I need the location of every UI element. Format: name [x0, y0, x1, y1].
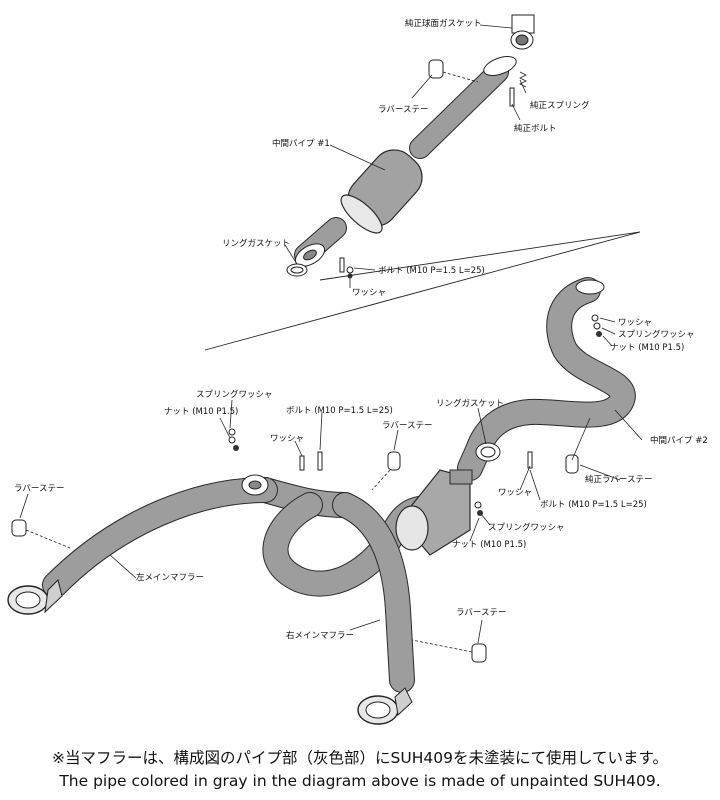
genuine-rubber-stay — [565, 417, 591, 474]
footer-note-english: The pipe colored in gray in the diagram … — [59, 772, 661, 790]
label-nut-r1: ナット (M10 P1.5) — [610, 343, 684, 353]
leader-lines — [19, 24, 643, 644]
top-flange — [294, 243, 326, 267]
label-rubber-stay-mid: ラバーステー — [382, 421, 433, 431]
label-washer-top: ワッシャ — [352, 288, 386, 298]
center-pipe-2 — [457, 277, 636, 481]
label-ring-gasket-mid: リングガスケット — [436, 398, 504, 409]
genuine-bolt — [509, 87, 515, 107]
ring-gasket-mid — [475, 442, 501, 462]
footer-note-japanese: ※当マフラーは、構成図のパイプ部（灰色部）にSUH409を未塗装にて使用していま… — [52, 749, 668, 767]
rubber-stay-left — [11, 519, 71, 549]
genuine-ball-gasket — [511, 14, 535, 34]
detail-outline — [204, 231, 641, 351]
label-genuine-spring: 純正スプリング — [530, 100, 590, 111]
label-spring-washer-l: スプリングワッシャ — [196, 389, 273, 400]
label-rubber-stay-top: ラバーステー — [378, 105, 429, 115]
label-genuine-ball-gasket: 純正球面ガスケット — [405, 18, 482, 29]
rear-muffler-assembly — [7, 314, 602, 725]
label-center-pipe-1: 中間パイプ #1 — [272, 138, 330, 149]
hardware-right — [474, 314, 602, 516]
label-spring-washer-r1: スプリングワッシャ — [618, 329, 695, 340]
label-genuine-bolt: 純正ボルト — [514, 123, 557, 134]
labels: 純正球面ガスケット 純正スプリング 純正ボルト ラバーステー 中間パイプ #1 … — [14, 18, 708, 641]
hardware-left — [228, 428, 323, 471]
label-spring-washer-r2: スプリングワッシャ — [488, 522, 565, 533]
label-rubber-stay-left: ラバーステー — [14, 484, 65, 494]
label-nut-l: ナット (M10 P1.5) — [164, 407, 238, 417]
rubber-stay-right — [411, 639, 487, 663]
right-tail-tip — [357, 687, 413, 725]
upper-flange — [483, 14, 535, 77]
center-pipe-1-assembly — [286, 14, 535, 279]
label-left-main-muffler: 左メインマフラー — [136, 572, 204, 583]
label-bolt-top: ボルト (M10 P=1.5 L=25) — [378, 266, 485, 276]
main-silencer — [395, 469, 473, 556]
rubber-stay-top — [428, 59, 479, 83]
rubber-stay-mid — [371, 451, 401, 491]
label-genuine-rubber-stay: 純正ラバーステー — [585, 474, 653, 485]
label-washer-mid: ワッシャ — [270, 434, 304, 444]
label-right-main-muffler: 右メインマフラー — [286, 630, 354, 641]
label-rubber-stay-right: ラバーステー — [456, 608, 507, 618]
center-pipe-1-silencer — [340, 149, 423, 234]
genuine-spring — [519, 71, 527, 88]
label-washer-r2: ワッシャ — [498, 488, 532, 498]
label-nut-r2: ナット (M10 P1.5) — [452, 540, 526, 550]
label-bolt-mid: ボルト (M10 P=1.5 L=25) — [286, 406, 393, 416]
label-bolt-r2: ボルト (M10 P=1.5 L=25) — [540, 500, 647, 510]
bolt-washer-top — [339, 257, 354, 279]
left-tail-tip — [7, 579, 63, 615]
left-flange — [241, 474, 269, 496]
label-ring-gasket-top: リングガスケット — [222, 238, 290, 249]
label-washer-r1: ワッシャ — [618, 318, 652, 328]
label-center-pipe-2: 中間パイプ #2 — [650, 435, 708, 446]
